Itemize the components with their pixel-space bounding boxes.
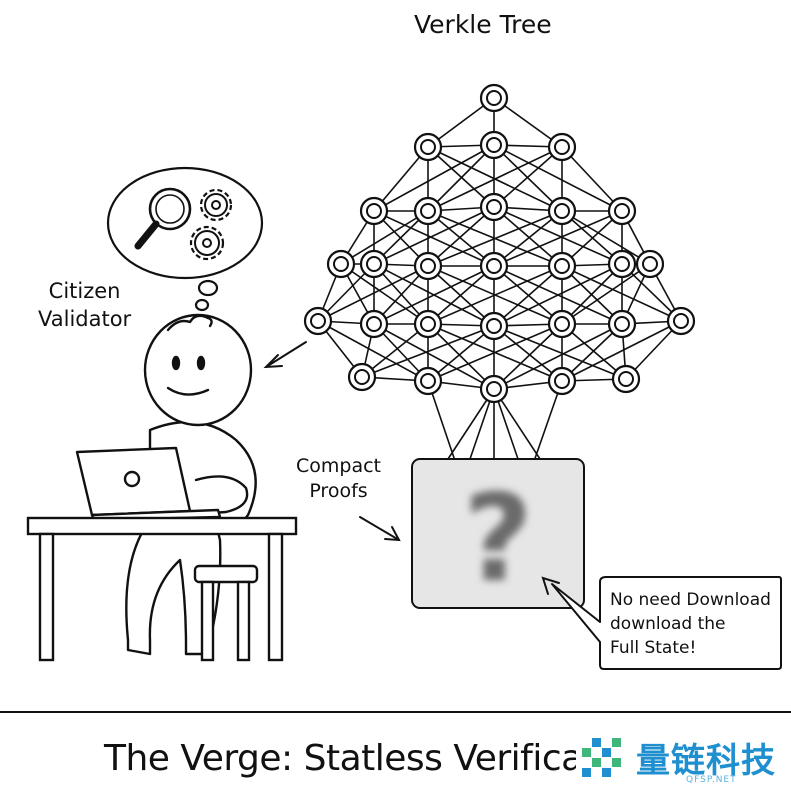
tree-edge bbox=[561, 263, 623, 325]
tree-node bbox=[547, 309, 577, 339]
tree-edge bbox=[427, 210, 495, 267]
tree-edge bbox=[493, 263, 623, 327]
tree-node bbox=[303, 306, 333, 336]
tree-node bbox=[547, 132, 577, 162]
tree-edge bbox=[561, 263, 651, 325]
tree-edge bbox=[493, 325, 627, 380]
tree-node bbox=[611, 364, 641, 394]
tree-node bbox=[413, 196, 443, 226]
tree-node bbox=[347, 362, 377, 392]
tree-edge bbox=[493, 206, 563, 267]
tree-title: Verkle Tree bbox=[414, 10, 552, 39]
tree-edge bbox=[493, 323, 623, 390]
callout-line-2: download the bbox=[610, 614, 726, 634]
tree-edge bbox=[340, 210, 429, 265]
tree-arrow bbox=[263, 341, 307, 369]
tree-edge bbox=[427, 210, 563, 267]
desk bbox=[26, 516, 298, 662]
tree-edge bbox=[561, 210, 651, 265]
tree-node bbox=[413, 366, 443, 396]
compact-proofs-label: Compact Proofs bbox=[296, 454, 381, 504]
gear-icon bbox=[189, 225, 225, 261]
tree-edge bbox=[493, 325, 563, 382]
compact-line: Compact bbox=[296, 455, 381, 477]
tree-edge bbox=[317, 320, 429, 382]
tree-edge bbox=[427, 325, 495, 382]
tree-edge bbox=[427, 206, 495, 267]
watermark-backdrop bbox=[576, 730, 791, 794]
watermark-chinese: 量链科技 bbox=[636, 741, 776, 781]
tree-node bbox=[413, 132, 443, 162]
tree-edge bbox=[373, 323, 495, 390]
gear-icon bbox=[199, 188, 233, 222]
stool bbox=[193, 564, 259, 662]
tree-node bbox=[547, 196, 577, 226]
tree-node bbox=[326, 249, 356, 279]
tree-node bbox=[635, 249, 665, 279]
tree-edge bbox=[493, 210, 623, 267]
callout-arrow-head bbox=[541, 576, 560, 595]
proofs-line: Proofs bbox=[309, 480, 368, 502]
tree-node bbox=[413, 309, 443, 339]
tree-edge bbox=[493, 144, 623, 212]
tree-edge bbox=[561, 320, 682, 382]
compact-arrow bbox=[359, 516, 401, 542]
tree-edge bbox=[427, 323, 563, 382]
tree-edge bbox=[317, 265, 429, 322]
tree-edge bbox=[361, 323, 429, 378]
callout-box bbox=[551, 576, 782, 670]
citizen-validator-label: Citizen Validator bbox=[38, 277, 131, 333]
tree-edge bbox=[373, 206, 495, 265]
tree-edge bbox=[427, 265, 563, 325]
tree-edge bbox=[561, 146, 623, 212]
tree-edge bbox=[493, 323, 563, 390]
callout-text: No need Download download the Full State… bbox=[610, 588, 771, 660]
tree-node bbox=[359, 249, 389, 279]
tree-node bbox=[607, 249, 637, 279]
tree-node bbox=[479, 374, 509, 404]
callout-line-3: Full State! bbox=[610, 638, 697, 658]
footer-title: The Verge: Statless Verificat bbox=[104, 738, 597, 779]
tree-node bbox=[479, 83, 509, 113]
tree-node bbox=[479, 192, 509, 222]
tree-edge bbox=[373, 210, 495, 267]
citizen-line: Citizen bbox=[48, 279, 121, 303]
tree-edge bbox=[493, 206, 623, 265]
tree-edge bbox=[361, 325, 495, 378]
proof-box bbox=[411, 458, 585, 609]
tree-node bbox=[359, 309, 389, 339]
watermark-english: QFSP.NET bbox=[686, 775, 737, 785]
tree-edge bbox=[493, 265, 563, 327]
tree-node bbox=[479, 130, 509, 160]
tree-edge bbox=[373, 265, 495, 325]
tree-edge bbox=[427, 144, 495, 212]
question-mark: ? bbox=[463, 470, 533, 609]
tree-edge bbox=[427, 265, 495, 325]
tree-node bbox=[547, 251, 577, 281]
tree-edge bbox=[427, 146, 563, 212]
tree-edge bbox=[427, 323, 495, 390]
tree-node bbox=[607, 309, 637, 339]
tree-node bbox=[607, 196, 637, 226]
tree-edge bbox=[493, 146, 563, 208]
tree-node bbox=[666, 306, 696, 336]
watermark-logo-icon bbox=[582, 738, 621, 777]
callout-line-1: No need Download bbox=[610, 590, 771, 610]
validator-person bbox=[125, 313, 257, 656]
validator-line: Validator bbox=[38, 307, 132, 331]
tree-nodes bbox=[303, 83, 696, 404]
tree-node bbox=[479, 251, 509, 281]
tree-node bbox=[359, 196, 389, 226]
tree-node bbox=[547, 366, 577, 396]
magnifier-icon bbox=[134, 187, 192, 250]
tree-node bbox=[413, 251, 443, 281]
tree-edge bbox=[493, 210, 563, 267]
tree-node bbox=[479, 311, 509, 341]
tree-edge bbox=[373, 144, 495, 212]
tree-edge bbox=[340, 263, 429, 325]
